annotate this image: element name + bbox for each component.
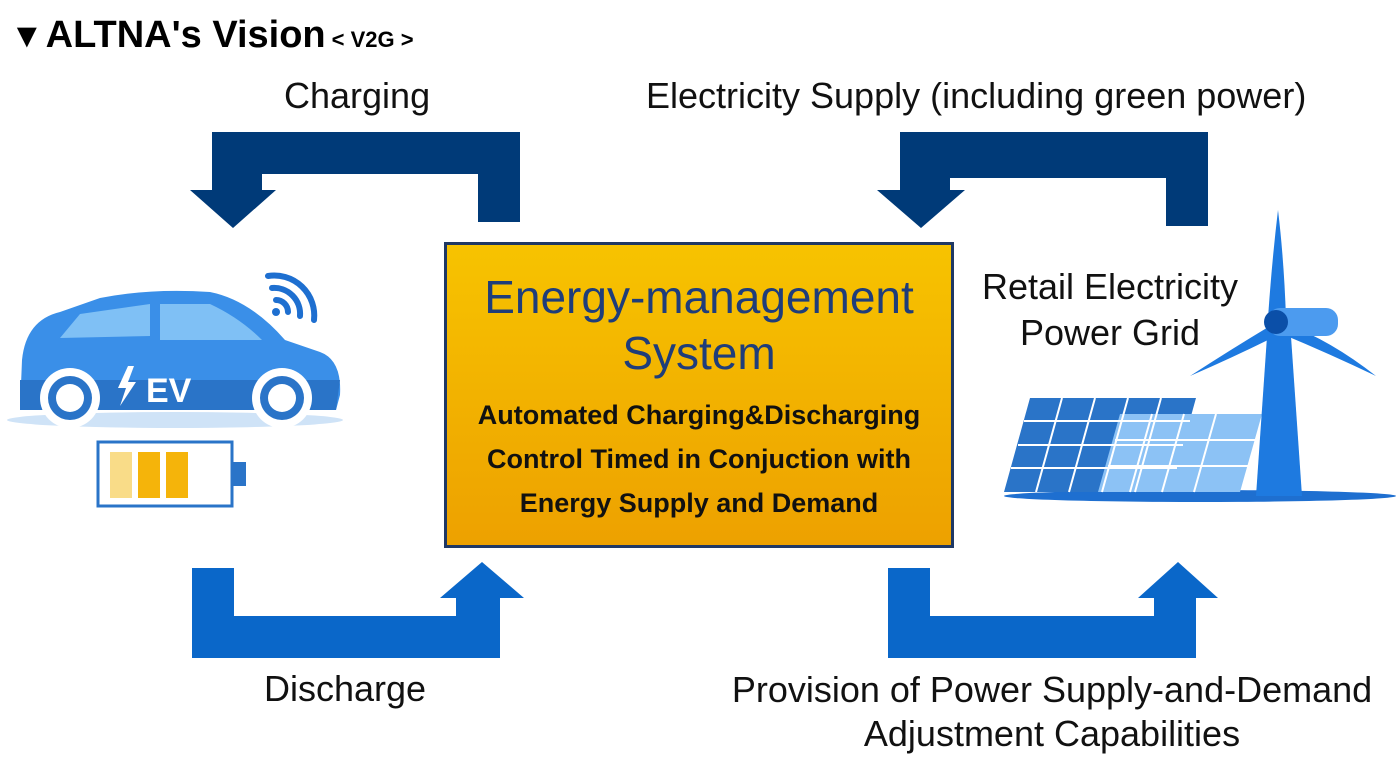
- power-grid-label: Retail Electricity Power Grid: [960, 264, 1260, 356]
- supply-arrow: [877, 132, 1208, 228]
- page-title: ▼ALTNA's Vision< V2G >: [10, 14, 414, 57]
- lightning-icon: [118, 366, 136, 406]
- battery-icon: [96, 440, 246, 508]
- battery-segment: [138, 452, 160, 498]
- electricity-supply-label: Electricity Supply (including green powe…: [646, 75, 1307, 116]
- discharge-arrow: [192, 562, 524, 658]
- title-main: ALTNA's Vision: [45, 14, 326, 56]
- ev-badge: EV: [146, 372, 192, 410]
- battery-segment: [194, 452, 216, 498]
- power-grid-label-line2: Power Grid: [1019, 312, 1201, 353]
- energy-management-system-box: Energy-management System Automated Charg…: [444, 242, 954, 548]
- ems-description-line2: Control Timed in Conjuction with: [487, 444, 911, 474]
- wind-turbine-icon: [1190, 210, 1376, 496]
- ev-car-icon: EV: [7, 290, 343, 428]
- discharge-label: Discharge: [264, 668, 427, 709]
- title-subtitle: < V2G >: [331, 27, 414, 52]
- provision-arrow: [888, 562, 1218, 658]
- provision-label: Provision of Power Supply-and-Demand Adj…: [712, 668, 1392, 756]
- provision-label-line2: Adjustment Capabilities: [863, 713, 1241, 754]
- ems-description-line3: Energy Supply and Demand: [519, 488, 879, 518]
- title-marker: ▼: [10, 17, 44, 55]
- ems-title-line2: System: [622, 327, 776, 379]
- ems-description-line1: Automated Charging&Discharging: [477, 400, 921, 430]
- battery-segment: [110, 452, 132, 498]
- ems-title: Energy-management System: [447, 269, 951, 381]
- provision-label-line1: Provision of Power Supply-and-Demand: [731, 669, 1373, 710]
- power-grid-label-line1: Retail Electricity: [981, 266, 1239, 307]
- ems-title-line1: Energy-management: [484, 271, 914, 323]
- charging-arrow: [190, 132, 520, 228]
- ems-description: Automated Charging&Discharging Control T…: [447, 393, 951, 525]
- solar-panel-icon: [1004, 397, 1396, 502]
- battery-segment: [166, 452, 188, 498]
- charging-label: Charging: [284, 75, 431, 116]
- wifi-signal-icon: [265, 272, 318, 323]
